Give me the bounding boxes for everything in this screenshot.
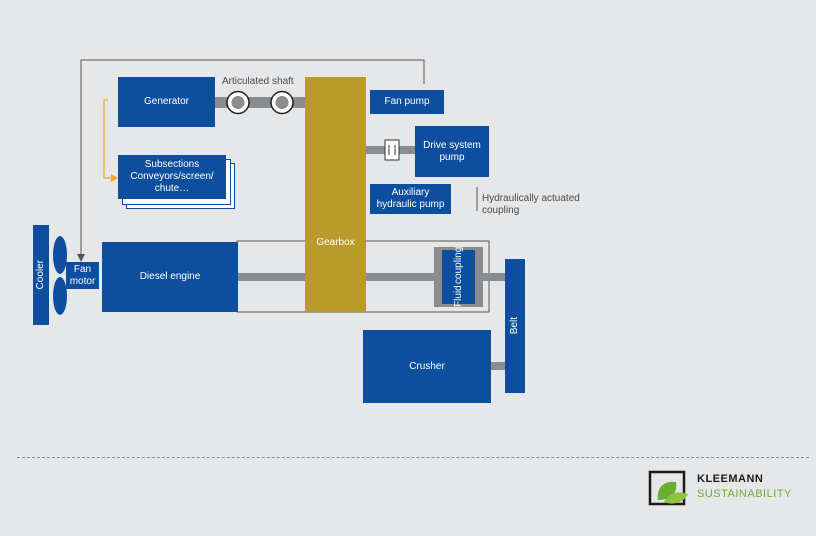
hydraulic-coupling-icon (384, 139, 400, 161)
crusher-shaft (491, 362, 505, 370)
hydraulic-line-arrowhead (77, 254, 85, 262)
gearbox-label: Gearbox (316, 237, 355, 248)
auxiliary-line2: hydraulic pump (376, 199, 445, 210)
brand-name: KLEEMANN (697, 473, 764, 485)
auxiliary-line1: Auxiliary (391, 187, 430, 198)
cooler-box: Cooler (33, 225, 49, 325)
diesel-engine-box: Diesel engine (102, 242, 238, 312)
hydraulic-coupling-label: Hydraulically actuated coupling (482, 193, 580, 217)
shaft-joint-icon (231, 96, 245, 109)
articulated-shaft-label: Articulated shaft (222, 76, 294, 87)
fan-blade-icon (53, 236, 67, 274)
hydraulic-coupling-line1: Hydraulically actuated (482, 193, 580, 204)
fluid-coupling-line2: coupling (452, 247, 464, 285)
shaft-joint-icon (275, 96, 289, 109)
engine-shaft (238, 273, 305, 281)
drive-system-pump-label: Drive system pump (423, 139, 481, 163)
drive-system-pump-box: Drive system pump (415, 126, 489, 177)
auxiliary-pump-box: Auxiliary hydraulic pump (370, 184, 451, 214)
subsections-line2: Conveyors/screen/ (130, 171, 214, 182)
coupling-shaft (366, 273, 434, 281)
brand-logo-text: KLEEMANN SUSTAINABILITY (697, 472, 792, 502)
crusher-box: Crusher (363, 330, 491, 403)
articulated-shaft (215, 97, 306, 108)
generator-box: Generator (118, 77, 215, 127)
fan-motor-line1: Fan (73, 263, 92, 275)
generator-label: Generator (143, 96, 190, 107)
fluid-coupling-line1: Fluid (452, 285, 464, 307)
fluid-coupling-box: Fluid coupling (442, 247, 475, 307)
subsections-box: Subsections Conveyors/screen/ chute… (118, 155, 226, 199)
hydraulic-coupling-line2: coupling (482, 205, 520, 216)
electric-feed-arrow (103, 99, 112, 179)
subsections-line3: chute… (154, 183, 190, 194)
cooler-label: Cooler (35, 260, 46, 290)
fan-pump-box: Fan pump (370, 90, 444, 114)
subsections-title: Subsections (144, 159, 200, 170)
logo-frame-icon (648, 470, 686, 506)
electric-feed-arrowhead (111, 174, 118, 182)
fan-motor-box: Fan motor (66, 262, 99, 289)
diesel-engine-label: Diesel engine (139, 271, 201, 282)
hydraulic-line-fan (80, 59, 425, 258)
leaf-icon (664, 492, 688, 504)
gearbox-box: Gearbox (305, 77, 366, 312)
footer-divider (17, 457, 809, 458)
crusher-label: Crusher (409, 360, 445, 372)
belt-label: Belt (509, 317, 520, 335)
fluid-coupling-label: Fluid coupling (453, 247, 465, 307)
fan-motor-line2: motor (69, 275, 96, 287)
belt-box: Belt (505, 259, 525, 393)
brand-tagline: SUSTAINABILITY (697, 488, 792, 500)
fan-blade-icon (53, 277, 67, 315)
belt-shaft (483, 273, 505, 281)
fan-pump-label: Fan pump (384, 96, 430, 107)
